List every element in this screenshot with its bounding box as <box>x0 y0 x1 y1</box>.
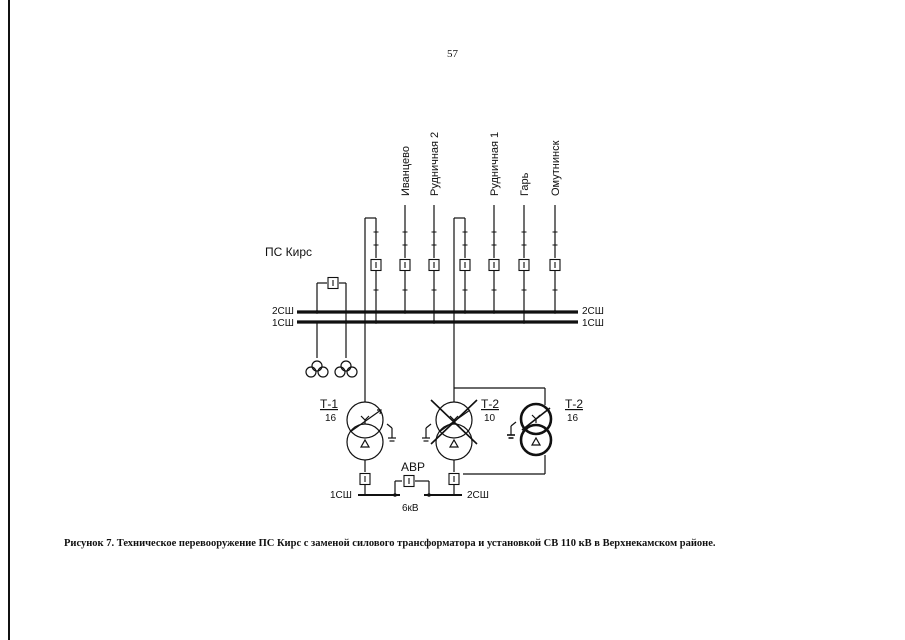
page-margin-line <box>8 0 10 640</box>
voltage-transformer-1 <box>305 322 329 378</box>
lv-bus-2-label: 2СШ <box>467 490 489 501</box>
transformer-t2-new <box>463 402 553 475</box>
bus-1-label-right: 1СШ <box>582 318 604 329</box>
t2-old-rating: 10 <box>484 413 496 424</box>
t1-rating: 16 <box>325 413 337 424</box>
bus-1-label-left: 1СШ <box>272 318 294 329</box>
lv-bus-1-label: 1СШ <box>330 490 352 501</box>
bus-coupler-breaker <box>315 276 348 324</box>
avr-label: АВР <box>401 460 425 474</box>
t2-new-name: Т-2 <box>565 397 583 411</box>
feeder-label-ivantsevo: Иванцево <box>400 146 412 196</box>
substation-title: ПС Кирс <box>265 245 312 259</box>
bus-2-label-right: 2СШ <box>582 306 604 317</box>
transformer-t2-old-crossed <box>422 399 478 472</box>
feeder-ivantsevo <box>399 205 411 314</box>
lv-switchgear <box>358 472 462 497</box>
lv-voltage-label: 6кВ <box>402 503 419 514</box>
feeder-gar <box>518 205 530 324</box>
voltage-transformer-2 <box>334 322 358 378</box>
feeder-rudnichnaya-2 <box>428 205 440 324</box>
feeder-label-gar: Гарь <box>519 172 531 196</box>
t1-name: Т-1 <box>320 397 338 411</box>
feeder-omutninsk <box>549 205 561 314</box>
t2-new-rating: 16 <box>567 413 579 424</box>
t1-hv-connection <box>364 217 382 402</box>
figure-caption: Рисунок 7. Техническое перевооружение ПС… <box>64 538 716 549</box>
feeder-label-omutninsk: Омутнинск <box>550 140 562 196</box>
transformer-t1 <box>346 401 396 472</box>
t2-old-name: Т-2 <box>481 397 499 411</box>
feeder-label-rudnichnaya-1: Рудничная 1 <box>489 132 501 196</box>
t2-hv-connection <box>453 217 546 405</box>
page-number: 57 <box>447 48 458 60</box>
feeder-label-rudnichnaya-2: Рудничная 2 <box>429 132 441 196</box>
feeder-rudnichnaya-1 <box>488 205 500 314</box>
bus-2-label-left: 2СШ <box>272 306 294 317</box>
